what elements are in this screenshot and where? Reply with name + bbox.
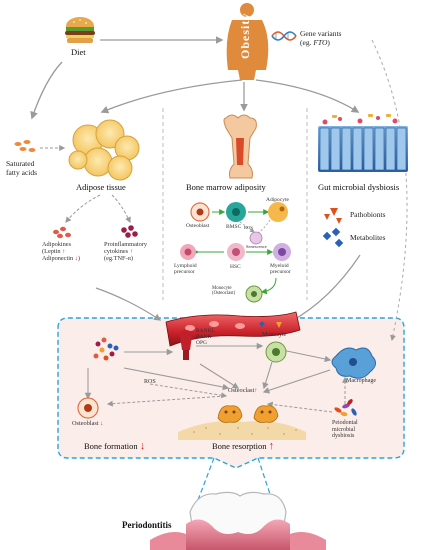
gut-villi-icon: [318, 114, 408, 172]
bone-formation-down-arrow: ↓: [139, 440, 146, 452]
cytokines-up-arrow: ↑: [129, 247, 133, 255]
adipocyte-label: Adipocyte: [266, 197, 289, 203]
bone-resorption-label: Bone resorption ↑: [212, 440, 274, 453]
rankl-text: RANKL: [196, 328, 215, 334]
bottom-ros-label: ROS: [144, 379, 156, 385]
osteoclast-up-arrow: ↑: [254, 387, 258, 394]
adiponectin-down-arrow: ↓: [74, 254, 78, 262]
gene-example-name: FTO: [313, 37, 328, 47]
myeloid-precursor-label: Myeloid precursor: [270, 263, 291, 275]
adipokines-line1: Adipokines: [42, 241, 72, 248]
proinflam-line1: Proinflammatory: [104, 241, 148, 248]
osteoclast-label: Osteoclast↑: [228, 387, 258, 395]
periodontal-line2: microbial: [332, 426, 355, 433]
osteoclast-cell-icon: [217, 405, 279, 423]
adipocyte-cell-icon: [268, 202, 288, 222]
adipokines-line2: (Leptin: [42, 247, 61, 255]
periodontitis-label: Periodontitis: [122, 520, 172, 530]
monocyte-line1: Monocyte: [212, 286, 232, 291]
bone-resorption-up-arrow: ↑: [268, 440, 275, 452]
bone-icon: [223, 114, 257, 179]
gene-variants-text: Gene variants: [300, 29, 342, 38]
myeloid-line2: precursor: [270, 269, 291, 276]
periodontal-bacteria-icon: [334, 399, 357, 417]
adipose-tissue-icon: [68, 119, 140, 181]
bone-formation-label: Bone formation ↓: [84, 440, 145, 453]
adipose-tissue-label: Adipose tissue: [76, 182, 126, 192]
osteoblast-label: Osteoblast: [186, 223, 210, 229]
proinflam-line3: (eg.TNF-α): [104, 254, 134, 262]
senescence-label: Senescence: [246, 244, 267, 249]
gene-example-prefix: (eg.: [300, 37, 314, 47]
osteoblast-down-arrow: ↓: [100, 420, 104, 427]
burger-icon: [65, 17, 95, 43]
bone-formation-text: Bone formation: [84, 441, 138, 451]
periodontal-line3: dysbiosis: [332, 433, 355, 440]
lymphoid-line2: precursor: [174, 269, 195, 276]
obesity-label: Obesity: [238, 12, 252, 60]
dna-icon: [271, 31, 297, 41]
myeloid-line1: Myeloid: [270, 263, 289, 269]
proinflam-line2: cytokines: [104, 247, 129, 255]
saturated-line1: Saturated: [6, 159, 35, 168]
rankl-receptor-icon: [180, 330, 192, 360]
ros-label: ROS: [244, 225, 253, 230]
macrophage-label: Macrophage: [346, 378, 376, 384]
bone-surface-icon: [178, 421, 306, 440]
diet-label: Diet: [71, 47, 86, 57]
gene-example-suffix: ): [327, 37, 330, 47]
monocyte-label: Monocyte: [262, 332, 287, 338]
pathobionts-label: Pathobionts: [350, 210, 386, 219]
lymphoid-line1: Lymphoid: [174, 263, 197, 269]
periodontal-dysbiosis-label: Peiodontal microbial dysbiosis: [332, 420, 358, 440]
hsc-label: HSC: [230, 264, 241, 270]
gene-variants-label: Gene variants (eg. FTO): [300, 29, 342, 47]
senescent-cell-icon: [249, 231, 263, 245]
saturated-fatty-acids-label: Saturated fatty acids: [6, 159, 38, 177]
blood-vessel-icon: [165, 311, 301, 347]
rank-text: RANK: [196, 334, 212, 341]
osteoclast-text: Osteoclast: [228, 387, 255, 394]
periodontal-line1: Peiodontal: [332, 420, 358, 426]
adipokine-dots-icon: [53, 226, 71, 239]
periodontal-panel: [57, 317, 405, 469]
saturated-line2: fatty acids: [6, 167, 38, 177]
obese-figure-icon: [226, 3, 269, 80]
pathobionts-icon: [324, 208, 342, 224]
tooth-icon: [150, 491, 326, 550]
gut-microbial-dysbiosis-label: Gut microbial dysbiosis: [318, 182, 400, 192]
osteoblast-text: Osteoblast: [72, 420, 99, 427]
bone-resorption-text: Bone resorption: [212, 441, 267, 451]
opg-text: OPG: [196, 340, 208, 347]
adipokines-label: Adipokines (Leptin ↑ Adiponectin ↓): [42, 241, 80, 262]
metabolites-icon: [322, 227, 344, 248]
leptin-up-arrow: ↑: [62, 247, 66, 255]
bmsc-label: BMSC: [226, 224, 242, 230]
bone-marrow-adiposity-label: Bone marrow adiposity: [186, 182, 266, 192]
inflammatory-factors-icon: [93, 337, 119, 361]
adipokines-line3: Adiponectin: [42, 254, 74, 262]
fatty-acid-icon: [14, 140, 36, 152]
proinflammatory-label: Proinflammatory cytokines ↑ (eg.TNF-α): [104, 241, 148, 263]
lymphoid-precursor-label: Lymphoid precursor: [174, 263, 197, 275]
monocyte-osteoclast-label: Monocyte (Osteoclast): [212, 286, 235, 297]
metabolites-label: Metabolites: [350, 233, 386, 242]
rankl-label: RANKL RANK OPG: [196, 328, 215, 346]
cytokine-dots-icon: [121, 225, 138, 238]
monocyte-line2: (Osteoclast): [212, 291, 236, 297]
bottom-osteoblast-label: Osteoblast ↓: [72, 420, 104, 428]
